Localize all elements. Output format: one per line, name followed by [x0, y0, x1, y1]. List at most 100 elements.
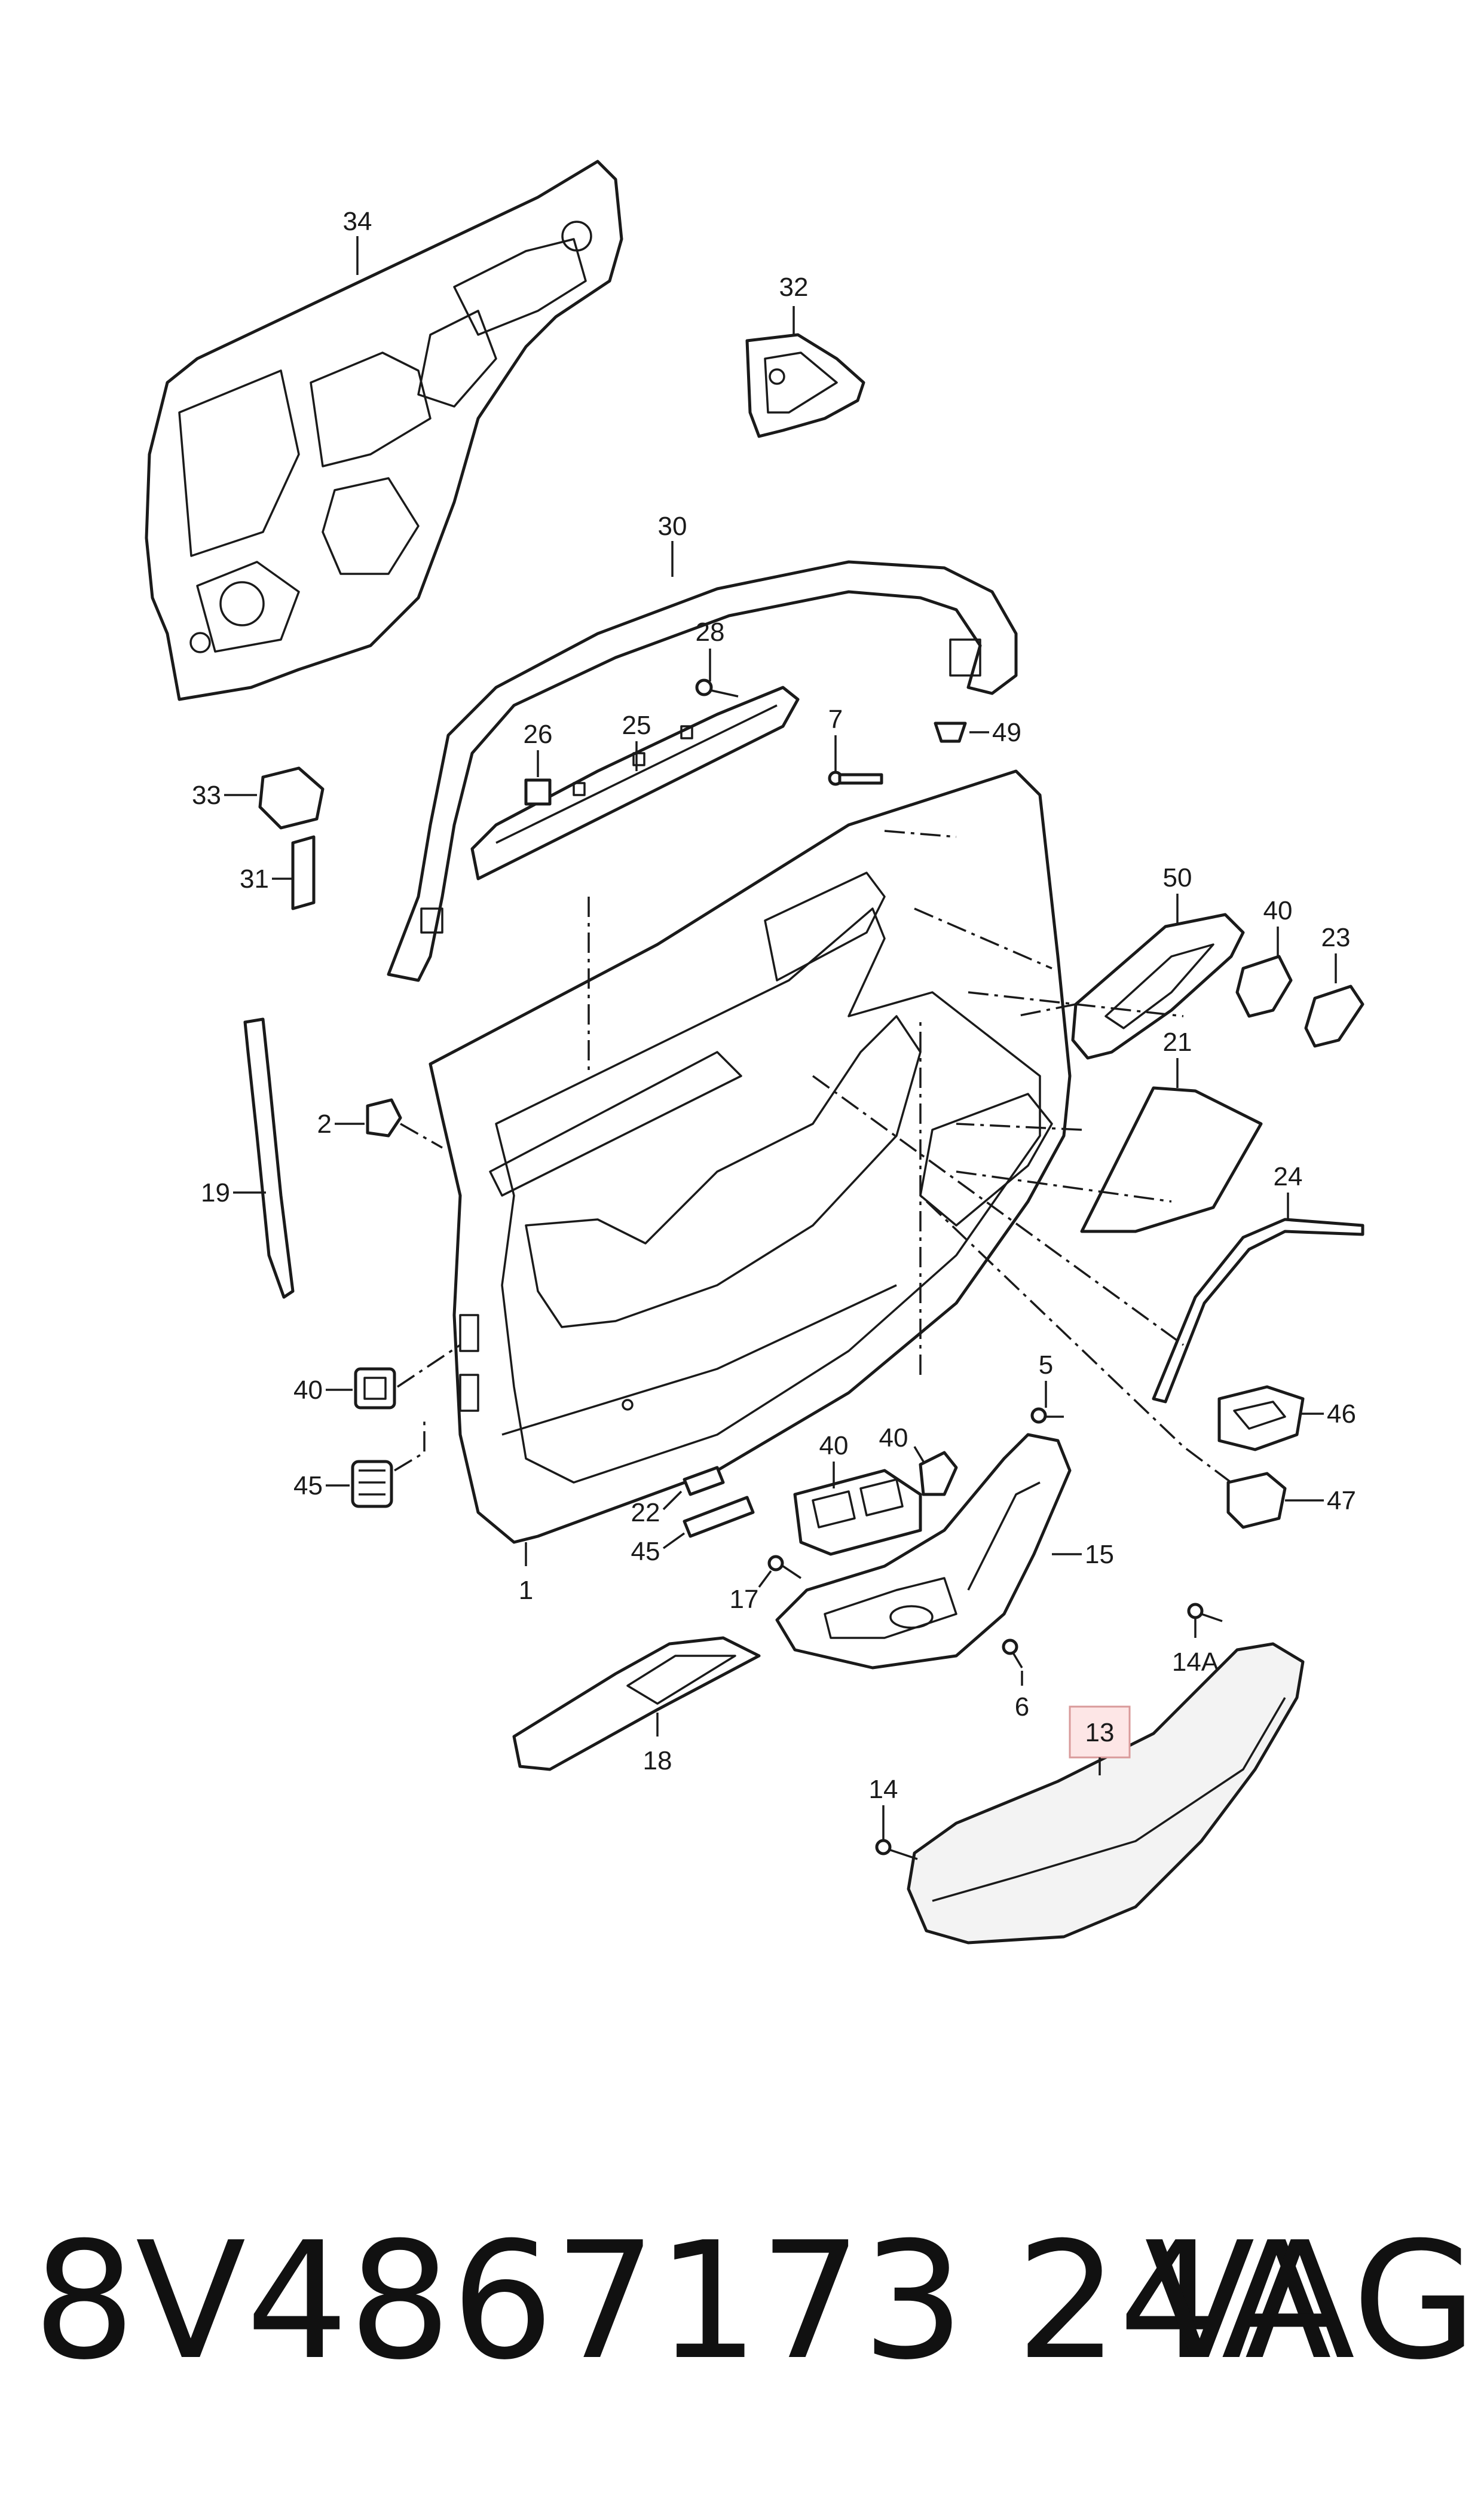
svg-text:21: 21 [1163, 1028, 1192, 1057]
callout-40-block: 40 [819, 1431, 849, 1488]
callout-14a: 14A [1172, 1619, 1219, 1677]
svg-text:32: 32 [779, 273, 809, 302]
part-33-holder[interactable] [258, 766, 325, 830]
callout-40-upper-right: 40 [1263, 896, 1292, 956]
callout-33: 33 [192, 781, 257, 810]
callout-13: 13 [1069, 1705, 1131, 1775]
svg-text:23: 23 [1321, 923, 1351, 952]
part-14-screw[interactable] [875, 1839, 918, 1860]
callout-14: 14 [869, 1775, 898, 1840]
part-22-cover[interactable] [683, 1466, 725, 1496]
svg-text:15: 15 [1085, 1540, 1114, 1569]
callout-19: 19 [201, 1178, 266, 1207]
callout-17: 17 [730, 1570, 772, 1614]
part-13-armrest-cover[interactable] [907, 1642, 1305, 1945]
part-34-insulation-sheet[interactable] [145, 160, 623, 701]
svg-text:7: 7 [828, 705, 843, 734]
callout-1: 1 [519, 1542, 533, 1605]
svg-text:19: 19 [201, 1178, 230, 1207]
part-26-clip[interactable] [524, 778, 552, 806]
part-40-switch-upper-right[interactable] [1235, 955, 1293, 1018]
assembly-guide-lines [588, 830, 1185, 1346]
part-47-switch[interactable] [919, 1194, 1287, 1529]
svg-text:40: 40 [879, 1423, 908, 1453]
svg-text:26: 26 [524, 720, 553, 749]
part-32-bracket[interactable] [745, 333, 865, 438]
svg-text:22: 22 [631, 1498, 660, 1527]
part-6-screw[interactable] [1002, 1638, 1023, 1668]
callout-28: 28 [696, 617, 724, 681]
part-40-switch-center[interactable] [919, 1451, 958, 1496]
svg-text:13: 13 [1085, 1718, 1115, 1747]
svg-text:18: 18 [643, 1746, 672, 1775]
part-7-bolt[interactable] [828, 771, 883, 786]
svg-text:14: 14 [869, 1775, 898, 1804]
svg-text:17: 17 [730, 1585, 759, 1614]
callout-6: 6 [1015, 1671, 1029, 1722]
callout-2: 2 [317, 1109, 365, 1139]
callout-5: 5 [1039, 1350, 1053, 1408]
part-31-label[interactable] [291, 835, 316, 910]
part-45-cover-center[interactable] [683, 1496, 755, 1538]
part-49-clip[interactable] [934, 722, 967, 743]
svg-text:2: 2 [317, 1109, 332, 1139]
svg-text:47: 47 [1327, 1486, 1356, 1515]
callout-15: 15 [1052, 1540, 1114, 1569]
part-2-clip[interactable] [366, 1098, 443, 1149]
callout-7: 7 [828, 705, 843, 771]
part-30-frame-seal[interactable] [387, 560, 1018, 982]
svg-text:45: 45 [631, 1537, 660, 1566]
callout-40-left: 40 [293, 1375, 353, 1405]
callout-18: 18 [643, 1713, 672, 1775]
svg-text:6: 6 [1015, 1692, 1029, 1722]
callout-25: 25 [622, 711, 651, 771]
callout-23: 23 [1321, 923, 1351, 983]
callout-40-center: 40 [879, 1423, 925, 1462]
part-19-seal-strip[interactable] [243, 1017, 295, 1299]
part-18-pocket-mat[interactable] [512, 1636, 761, 1771]
part-40-switch-left[interactable] [354, 1344, 461, 1410]
part-number: 8V4867173 24A [33, 2207, 1332, 2395]
svg-text:30: 30 [658, 512, 687, 541]
part-14a-screw[interactable] [1187, 1603, 1223, 1622]
part-25-trim-strip[interactable] [470, 686, 800, 881]
callout-45-center: 45 [631, 1532, 686, 1566]
part-23-cap[interactable] [1304, 985, 1364, 1048]
callout-50: 50 [1163, 863, 1192, 924]
svg-text:33: 33 [192, 781, 221, 810]
svg-text:24: 24 [1274, 1162, 1303, 1191]
svg-text:45: 45 [293, 1471, 323, 1500]
part-50-door-handle[interactable] [1015, 913, 1245, 1060]
svg-text:1: 1 [519, 1576, 533, 1605]
callout-32: 32 [779, 273, 809, 335]
svg-text:49: 49 [992, 718, 1021, 747]
brand-name: VAG [1145, 2207, 1477, 2395]
svg-text:31: 31 [240, 864, 269, 894]
part-1-door-trim-panel[interactable] [429, 769, 1072, 1544]
callout-45-left: 45 [293, 1471, 350, 1500]
part-28-screw[interactable] [695, 678, 739, 698]
svg-text:25: 25 [622, 711, 651, 740]
callout-47: 47 [1285, 1486, 1356, 1515]
callout-21: 21 [1163, 1028, 1192, 1088]
callout-49: 49 [969, 718, 1021, 747]
part-15-armrest-carrier[interactable] [775, 1016, 1072, 1670]
part-45-cover-left[interactable] [351, 1417, 426, 1508]
part-40-window-switch-block[interactable] [793, 1469, 922, 1556]
callout-30: 30 [658, 512, 687, 577]
callout-24: 24 [1274, 1162, 1303, 1219]
callout-46: 46 [1300, 1399, 1356, 1429]
part-17-screw[interactable] [767, 1555, 801, 1579]
svg-text:34: 34 [343, 207, 372, 236]
part-5-screw[interactable] [1030, 1407, 1064, 1424]
callout-22: 22 [631, 1490, 683, 1527]
part-24-trim-strip[interactable] [1152, 1218, 1364, 1404]
callout-31: 31 [240, 864, 292, 894]
footer: 8V4867173 24A VAG [0, 2206, 1484, 2397]
svg-text:46: 46 [1327, 1399, 1356, 1429]
svg-text:40: 40 [819, 1431, 849, 1460]
part-46-switch-housing[interactable] [1217, 1385, 1305, 1451]
svg-text:5: 5 [1039, 1350, 1053, 1380]
callout-26: 26 [524, 720, 553, 777]
